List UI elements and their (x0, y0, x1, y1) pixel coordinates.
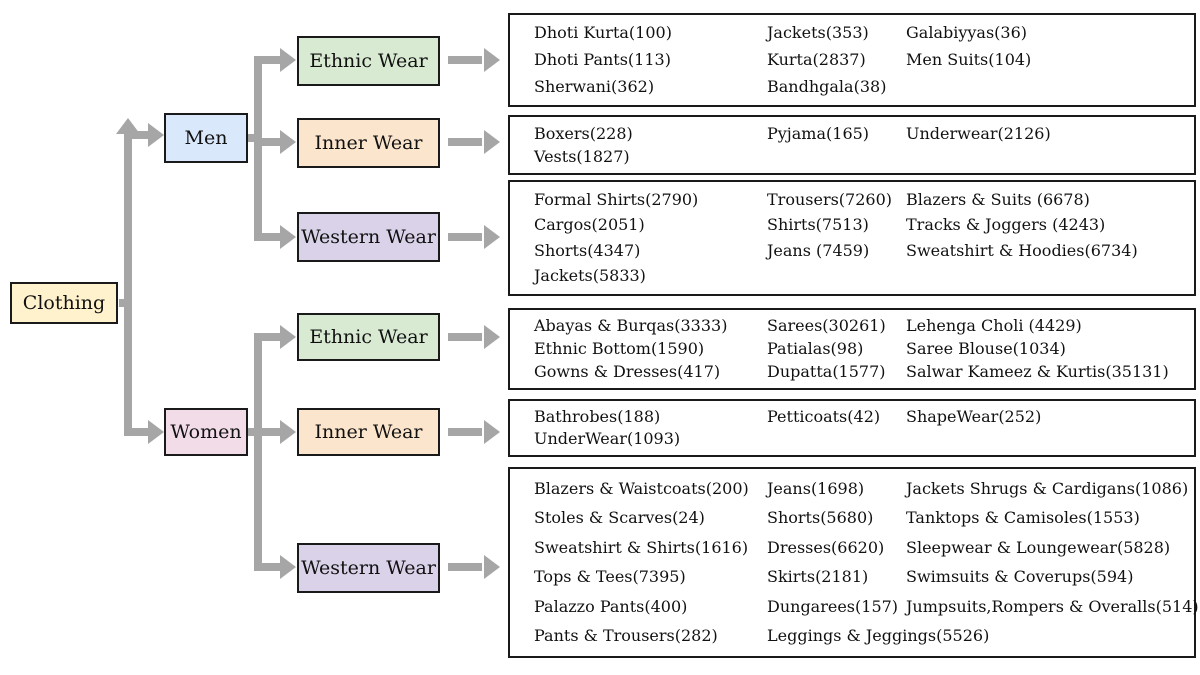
item-label: Saree Blouse(1034) (906, 339, 1066, 358)
item-label: Kurta(2837) (767, 50, 866, 69)
item-label: Stoles & Scarves(24) (534, 508, 705, 527)
item-label: Salwar Kameez & Kurtis(35131) (906, 362, 1169, 381)
item-label: Dhoti Kurta(100) (534, 23, 672, 42)
item-label: Cargos(2051) (534, 215, 645, 234)
item-label: Boxers(228) (534, 124, 633, 143)
item-label: Jumpsuits,Rompers & Overalls(514) (906, 597, 1199, 616)
item-label: Skirts(2181) (767, 567, 869, 586)
item-label: Dhoti Pants(113) (534, 50, 671, 69)
item-label: Underwear(2126) (906, 124, 1051, 143)
item-label: Shorts(4347) (534, 241, 641, 260)
item-label: Bathrobes(188) (534, 407, 661, 426)
category-node-women-ethnic: Ethnic Wear (297, 313, 440, 361)
item-label: Abayas & Burqas(3333) (534, 316, 728, 335)
item-label: Dresses(6620) (767, 538, 885, 557)
item-label: Swimsuits & Coverups(594) (906, 567, 1134, 586)
item-label: Pyjama(165) (767, 124, 870, 143)
women-inner-panel-arrowhead (484, 420, 500, 444)
women-ethnic-panel-arrowhead (484, 325, 500, 349)
item-label: Sherwani(362) (534, 77, 655, 96)
item-label: Tops & Tees(7395) (534, 567, 686, 586)
item-label: Sweatshirt & Hoodies(6734) (906, 241, 1138, 260)
men-ethnic-panel-arrowhead (484, 48, 500, 72)
item-label: Patialas(98) (767, 339, 864, 358)
gender-node-women: Women (164, 408, 248, 456)
items-panel-women-inner (508, 399, 1196, 457)
item-label: Jackets(5833) (534, 266, 646, 285)
item-label: Men Suits(104) (906, 50, 1032, 69)
category-node-men-ethnic: Ethnic Wear (297, 36, 440, 86)
women-western-panel-arrowhead (484, 555, 500, 579)
men-western-panel-arrowhead (484, 225, 500, 249)
items-panel-men-inner (508, 115, 1196, 175)
item-label: Dupatta(1577) (767, 362, 886, 381)
item-label: Palazzo Pants(400) (534, 597, 688, 616)
item-label: Dungarees(157) (767, 597, 899, 616)
item-label: Ethnic Bottom(1590) (534, 339, 705, 358)
women-inner-branch-arrowhead (280, 420, 296, 444)
item-label: Blazers & Waistcoats(200) (534, 479, 749, 498)
items-panel-men-ethnic (508, 13, 1196, 107)
root-branch-arrowhead (148, 420, 164, 444)
item-label: Sleepwear & Loungewear(5828) (906, 538, 1171, 557)
item-label: Blazers & Suits (6678) (906, 190, 1090, 209)
item-label: UnderWear(1093) (534, 429, 681, 448)
category-node-men-inner: Inner Wear (297, 118, 440, 168)
item-label: Shirts(7513) (767, 215, 869, 234)
root-node-clothing: Clothing (10, 282, 118, 324)
items-panel-women-ethnic (508, 308, 1196, 390)
item-label: Gowns & Dresses(417) (534, 362, 721, 381)
item-label: Tracks & Joggers (4243) (906, 215, 1106, 234)
root-branch-arrowhead (148, 123, 164, 147)
item-label: Sarees(30261) (767, 316, 886, 335)
item-label: Sweatshirt & Shirts(1616) (534, 538, 749, 557)
item-label: Jackets(353) (767, 23, 869, 42)
item-label: Vests(1827) (534, 147, 630, 166)
gender-node-men: Men (164, 113, 248, 163)
item-label: Leggings & Jeggings(5526) (767, 626, 990, 645)
item-label: Jackets Shrugs & Cardigans(1086) (906, 479, 1189, 498)
category-node-women-inner: Inner Wear (297, 408, 440, 456)
item-label: Trousers(7260) (767, 190, 892, 209)
items-panel-men-western (508, 180, 1196, 296)
men-inner-panel-arrowhead (484, 130, 500, 154)
women-western-branch-arrowhead (280, 555, 296, 579)
men-inner-branch-arrowhead (280, 130, 296, 154)
category-node-women-western: Western Wear (297, 543, 440, 593)
items-panel-women-western (508, 467, 1196, 658)
root-trunk-arrowhead (116, 118, 140, 134)
item-label: Tanktops & Camisoles(1553) (906, 508, 1140, 527)
item-label: Galabiyyas(36) (906, 23, 1028, 42)
item-label: Jeans(1698) (767, 479, 865, 498)
item-label: Bandhgala(38) (767, 77, 887, 96)
item-label: Jeans (7459) (767, 241, 870, 260)
item-label: Pants & Trousers(282) (534, 626, 718, 645)
men-ethnic-branch-arrowhead (280, 48, 296, 72)
item-label: Petticoats(42) (767, 407, 881, 426)
women-ethnic-branch-arrowhead (280, 325, 296, 349)
category-node-men-western: Western Wear (297, 212, 440, 262)
item-label: Formal Shirts(2790) (534, 190, 699, 209)
item-label: Shorts(5680) (767, 508, 874, 527)
men-western-branch-arrowhead (280, 225, 296, 249)
item-label: ShapeWear(252) (906, 407, 1042, 426)
item-label: Lehenga Choli (4429) (906, 316, 1082, 335)
